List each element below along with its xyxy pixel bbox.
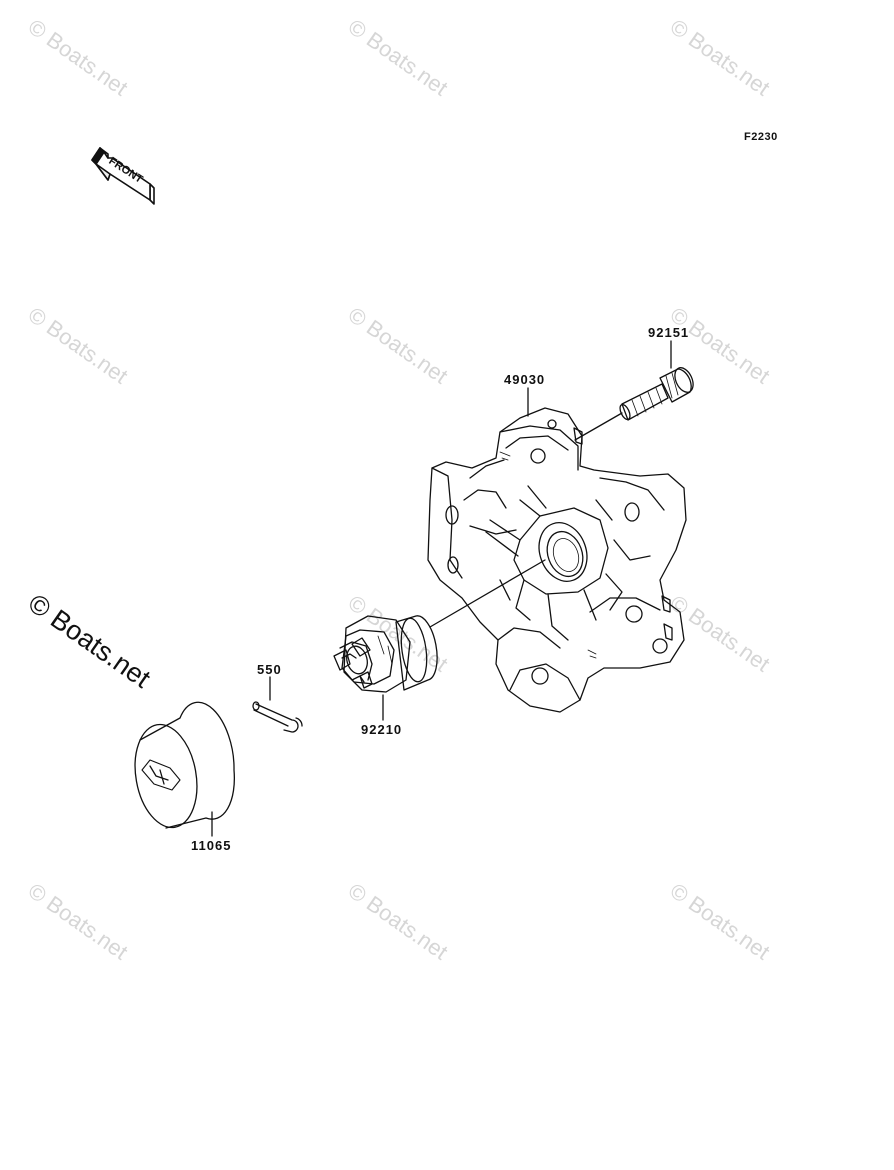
part-number-hub-cap[interactable]: 11065: [191, 838, 232, 853]
front-arrow-icon: FRONT: [91, 147, 155, 205]
hub-part: [427, 407, 687, 713]
part-number-hub[interactable]: 49030: [504, 372, 546, 387]
hub-cap-part: [134, 701, 235, 829]
part-number-stud[interactable]: 92151: [648, 325, 690, 340]
cotter-pin-part: [252, 701, 303, 733]
part-number-castle-nut[interactable]: 92210: [361, 722, 403, 737]
figure-code: F2230: [744, 131, 778, 143]
castle-nut-part: [333, 615, 438, 693]
stud-part: [619, 367, 694, 421]
part-number-cotter-pin[interactable]: 550: [257, 662, 282, 677]
